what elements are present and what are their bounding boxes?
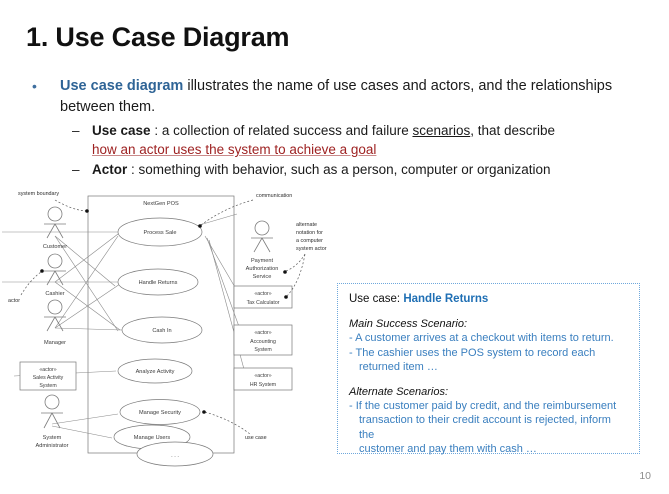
uc-detail-name: Handle Returns bbox=[403, 293, 489, 305]
page-number: 10 bbox=[639, 470, 651, 482]
annotation-communication: communication bbox=[256, 193, 292, 199]
uc-alt-line-2: customer and pay them with cash … bbox=[359, 443, 537, 455]
uc-spacer bbox=[349, 375, 628, 386]
underlined-scenarios: scenarios bbox=[412, 123, 471, 138]
uc-main-line-1: - The cashier uses the POS system to rec… bbox=[349, 346, 596, 359]
use-case-label-0: Process Sale bbox=[144, 230, 177, 236]
actor-label-pas-2: Authorization bbox=[246, 266, 279, 272]
use-case-label-6: . . . bbox=[171, 453, 179, 459]
actor-label-pas-1: Payment bbox=[251, 258, 274, 264]
use-case-tail: , that describe bbox=[470, 123, 556, 138]
association-lines bbox=[2, 213, 249, 439]
bullet-use-case: – Use case : a collection of related suc… bbox=[72, 121, 652, 159]
actor-label-tax: Tax Calculator bbox=[247, 300, 280, 306]
actor-cashier: Cashier bbox=[44, 253, 66, 297]
annotation-alt-3: a computer bbox=[296, 238, 323, 244]
actor-manager: Manager bbox=[44, 299, 66, 346]
annotation-use-case: use case bbox=[245, 435, 267, 441]
actor-tax-calculator: «actor» Tax Calculator bbox=[233, 285, 293, 309]
actor-label-sales-2: System bbox=[39, 383, 56, 389]
bullet-actor: – Actor : something with behavior, such … bbox=[72, 160, 652, 179]
use-case-analyze-activity bbox=[117, 358, 193, 384]
actor-stereotype-sales: «actor» bbox=[39, 367, 56, 373]
actor-system-administrator: System Administrator bbox=[36, 394, 69, 449]
actor-label-acct-1: Accounting bbox=[250, 339, 276, 345]
uc-alt-line-0: - If the customer paid by credit, and th… bbox=[349, 399, 617, 412]
actor-stereotype-acct: «actor» bbox=[254, 330, 271, 336]
bullet-level1-text: Use case diagram illustrates the name of… bbox=[60, 76, 632, 118]
use-case-cash-in bbox=[121, 316, 203, 344]
actor-label-sysadmin-2: Administrator bbox=[36, 443, 69, 449]
actor-label-manager: Manager bbox=[44, 340, 66, 346]
use-case-diagram: .ln{stroke:#8a8a8a;stroke-width:.6;fill:… bbox=[0, 186, 340, 476]
annotation-alt-1: alternate bbox=[296, 222, 317, 228]
uc-alt-heading: Alternate Scenarios: bbox=[349, 385, 449, 398]
term-actor: Actor bbox=[92, 162, 128, 177]
actor-payment-authorization-service: Payment Authorization Service bbox=[246, 220, 279, 280]
bullet-use-case-text: Use case : a collection of related succe… bbox=[92, 121, 652, 159]
annotation-alt-2: notation for bbox=[296, 230, 323, 236]
actor-label-sales-1: Sales Activity bbox=[33, 375, 64, 381]
use-case-ellipses: Process Sale Handle Returns Cash In Anal… bbox=[113, 217, 214, 467]
actor-stereotype-hr: «actor» bbox=[254, 373, 271, 379]
actor-label-customer: Customer bbox=[43, 244, 67, 250]
annotation-system-boundary: system boundary bbox=[18, 191, 59, 197]
uc-main-line-0: - A customer arrives at a checkout with … bbox=[349, 332, 614, 344]
use-case-label-2: Cash In bbox=[152, 328, 171, 334]
actor-accounting-system: «actor» Accounting System bbox=[233, 324, 293, 356]
callout-system-boundary: system boundary bbox=[18, 191, 89, 213]
bullet-dot-icon: • bbox=[32, 78, 37, 94]
use-case-sep: : a collection of related success and fa… bbox=[150, 123, 413, 138]
uc-main-heading: Main Success Scenario: bbox=[349, 318, 467, 330]
actor-rest: : something with behavior, such as a per… bbox=[127, 162, 551, 177]
use-case-label-5: Manage Users bbox=[134, 435, 171, 441]
uc-detail-label: Use case: bbox=[349, 293, 404, 305]
bullet-actor-text: Actor : something with behavior, such as… bbox=[92, 160, 652, 179]
uc-main-line-2: returned item … bbox=[359, 361, 438, 373]
actor-label-sysadmin-1: System bbox=[43, 435, 62, 441]
uc-alt-line-1: transaction to their credit account is r… bbox=[359, 414, 611, 441]
callout-use-case: use case bbox=[202, 410, 267, 441]
callout-communication: communication bbox=[198, 193, 292, 228]
dash-marker-icon: – bbox=[72, 123, 80, 138]
actor-label-acct-2: System bbox=[254, 347, 271, 353]
actor-stereotype-tax: «actor» bbox=[254, 291, 271, 297]
use-case-process-sale bbox=[117, 217, 203, 247]
use-case-detail-box: Use case: Handle Returns Main Success Sc… bbox=[337, 283, 640, 455]
annotation-actor: actor bbox=[8, 298, 20, 304]
callout-actor: actor bbox=[8, 269, 44, 304]
actor-label-pas-3: Service bbox=[253, 274, 272, 280]
use-case-label-3: Analyze Activity bbox=[136, 369, 175, 375]
keyword-use-case-diagram: Use case diagram bbox=[60, 78, 184, 94]
term-use-case: Use case bbox=[92, 123, 151, 138]
use-case-handle-returns bbox=[117, 268, 199, 296]
actor-label-hr: HR System bbox=[250, 382, 276, 388]
actor-hr-system: «actor» HR System bbox=[233, 367, 293, 391]
dash-marker-icon: – bbox=[72, 162, 80, 177]
actor-customer: Customer bbox=[43, 206, 67, 250]
red-highlight-line: how an actor uses the system to achieve … bbox=[92, 142, 377, 157]
actor-label-cashier: Cashier bbox=[45, 291, 64, 297]
use-case-label-1: Handle Returns bbox=[139, 280, 178, 286]
callout-alternate-notation: alternate notation for a computer system… bbox=[283, 222, 327, 299]
uc-detail-title: Use case: Handle Returns bbox=[349, 293, 628, 305]
actor-sales-activity-system: «actor» Sales Activity System bbox=[19, 361, 77, 391]
use-case-more bbox=[136, 441, 214, 467]
bullet-level1-rest: illustrates the name of use cases and ac… bbox=[60, 78, 613, 115]
use-case-manage-security bbox=[119, 399, 201, 425]
bullet-level1: • Use case diagram illustrates the name … bbox=[32, 76, 632, 118]
page-title: 1. Use Case Diagram bbox=[26, 22, 290, 52]
boundary-label: NextGen POS bbox=[143, 201, 179, 207]
use-case-label-4: Manage Security bbox=[139, 410, 181, 416]
annotation-alt-4: system actor bbox=[296, 246, 327, 252]
